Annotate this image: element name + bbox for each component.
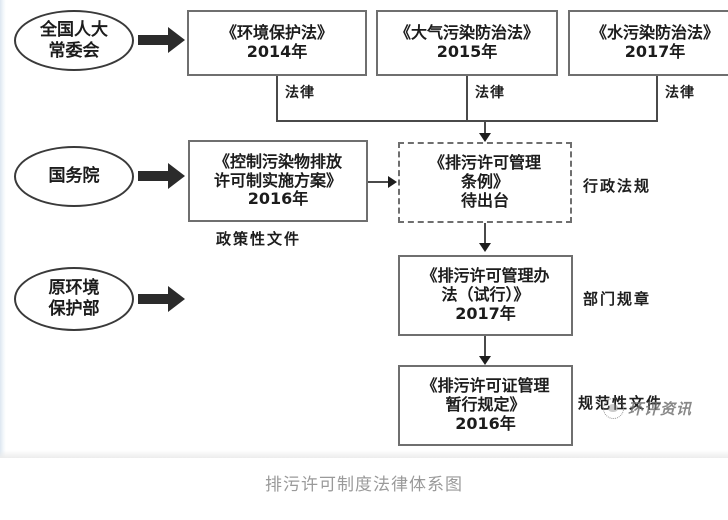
law-year: 2017年 xyxy=(624,42,686,61)
department-rule-title-line2: 法（试行）》 xyxy=(441,285,530,305)
law-year: 2014年 xyxy=(246,42,308,61)
actor-state-council-label: 国务院 xyxy=(48,166,100,187)
arrowhead-into-department-rule xyxy=(479,243,491,252)
arrowhead-into-regulation-side xyxy=(388,176,397,188)
edge-label-law-1: 法律 xyxy=(283,82,317,102)
department-rule-year: 2017年 xyxy=(455,303,516,323)
circle-leaf-logo-icon xyxy=(603,398,624,419)
connector-bus-to-regulation xyxy=(484,120,486,136)
normative-title-line1: 《排污许可证管理 xyxy=(421,376,550,396)
actor-npc-standing-committee: 全国人大 常委会 xyxy=(14,10,134,71)
connector-law2-drop xyxy=(466,76,468,122)
connector-regulation-to-department-rule xyxy=(484,223,486,243)
actor-state-council: 国务院 xyxy=(14,146,134,207)
normative-title-line2: 暂行规定》 xyxy=(445,395,526,415)
policy-year: 2016年 xyxy=(247,189,309,209)
actor-mep-line2: 保护部 xyxy=(48,299,100,319)
connector-department-rule-to-normative xyxy=(484,336,486,356)
watermark-text: 环评资讯 xyxy=(628,400,693,418)
actor-npc-line1: 全国人大 xyxy=(40,19,108,40)
block-arrow-state-council-to-policy xyxy=(138,162,186,190)
law-title: 《大气污染防治法》 xyxy=(394,23,539,43)
connector-laws-bus xyxy=(276,120,658,122)
department-rule-title-line1: 《排污许可管理办 xyxy=(421,266,550,286)
law-title: 《环境保护法》 xyxy=(220,23,333,43)
arrowhead-into-regulation xyxy=(479,133,491,142)
policy-document-box: 《控制污染物排放 许可制实施方案》 2016年 xyxy=(188,140,368,222)
edge-label-law-3: 法律 xyxy=(663,82,697,102)
arrowhead-into-normative-doc xyxy=(479,356,491,365)
law-title: 《水污染防治法》 xyxy=(590,23,719,43)
law-box-environmental-protection: 《环境保护法》 2014年 xyxy=(187,10,367,76)
watermark: 环评资讯 xyxy=(603,398,692,419)
department-rule-box: 《排污许可管理办 法（试行）》 2017年 xyxy=(398,255,573,336)
regulation-title-line2: 条例》 xyxy=(460,172,509,192)
regulation-title-line1: 《排污许可管理 xyxy=(428,153,541,173)
figure-caption: 排污许可制度法律体系图 xyxy=(265,475,463,495)
policy-title-line2: 许可制实施方案》 xyxy=(213,170,342,190)
connector-law3-drop xyxy=(656,76,658,122)
regulation-status: 待出台 xyxy=(460,190,509,210)
label-administrative-regulation: 行政法规 xyxy=(583,177,652,195)
label-policy-document: 政策性文件 xyxy=(216,230,302,248)
block-arrow-mep-to-rules xyxy=(138,285,186,313)
label-department-rule: 部门规章 xyxy=(583,290,652,308)
law-year: 2015年 xyxy=(436,42,498,61)
block-arrow-npc-to-laws xyxy=(138,26,186,54)
law-box-air-pollution: 《大气污染防治法》 2015年 xyxy=(376,10,558,76)
legal-system-diagram: 全国人大 常委会 《环境保护法》 2014年 《大气污染防治法》 2015年 《… xyxy=(0,0,728,458)
actor-npc-line2: 常委会 xyxy=(48,40,100,61)
actor-mep-line1: 原环境 xyxy=(48,278,100,299)
edge-label-law-2: 法律 xyxy=(473,82,507,102)
normative-year: 2016年 xyxy=(455,413,516,433)
actor-former-mep: 原环境 保护部 xyxy=(14,267,134,331)
connector-policy-to-regulation xyxy=(368,181,390,183)
regulation-box-pending: 《排污许可管理 条例》 待出台 xyxy=(398,142,572,223)
normative-document-box: 《排污许可证管理 暂行规定》 2016年 xyxy=(398,365,573,446)
connector-law1-drop xyxy=(276,76,278,122)
policy-title-line1: 《控制污染物排放 xyxy=(213,151,342,171)
law-box-water-pollution: 《水污染防治法》 2017年 xyxy=(568,10,728,76)
